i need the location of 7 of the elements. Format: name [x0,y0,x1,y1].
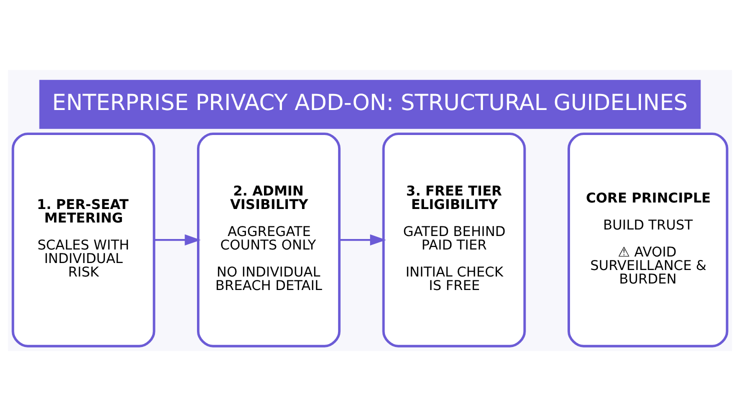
arrow [154,234,201,246]
diagram-title: ENTERPRISE PRIVACY ADD-ON: STRUCTURAL GUIDELINES [52,90,688,116]
node-box: 2. ADMIN VISIBILITY AGGREGATE COUNTS ONLY NO INDIVIDUAL BREACH DETAIL [196,132,341,347]
node-box: CORE PRINCIPLE BUILD TRUST ⚠ AVOID SURVEILLANCE & BURDEN [568,132,728,347]
arrow [339,234,386,246]
node-box: 1. PER-SEAT METERING SCALES WITH INDIVIDUAL RISK [12,132,156,347]
node-box: 3. FREE TIER ELIGIBILITY GATED BEHIND PAID TIER INITIAL CHECK IS FREE [382,132,526,347]
